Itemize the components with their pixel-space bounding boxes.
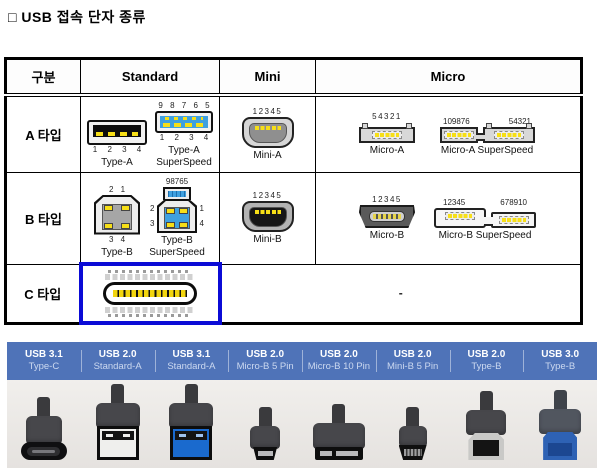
- micro-b-ss-label: Micro-B SuperSpeed: [438, 230, 532, 241]
- mini-a-connector-shape: [241, 117, 294, 149]
- micro-a-diagram: 54321 Micro-A: [359, 112, 415, 157]
- mini-b-connector-shape: [241, 201, 294, 232]
- usb-connector-table: 구분 Standard Mini Micro A 타입 1 2 3 4 Type…: [4, 57, 583, 325]
- table-row-type-a: A 타입 1 2 3 4 Type-A 9 8 7 6 5 1 2 3 4 Ty…: [5, 94, 582, 173]
- row-label-type-c: C 타입: [5, 263, 81, 324]
- type-b-pin-numbers-bottom: 3 4: [108, 234, 126, 244]
- photo-usb20-micro-b-5pin: [228, 380, 302, 468]
- type-c-pin-boxes-bottom: [105, 307, 195, 313]
- type-a-diagram: 1 2 3 4 Type-A: [87, 119, 147, 169]
- photo-usb20-mini-b-5pin: [376, 380, 450, 468]
- micro-b-ss-connector-shape: [434, 208, 536, 228]
- cell-type-c-highlighted: [78, 262, 222, 325]
- type-a-connector-shape: [87, 119, 147, 145]
- micro-a-pin-numbers: 54321: [372, 112, 402, 122]
- cell-type-c-none: -: [219, 263, 582, 324]
- type-b-pin-numbers-top: 2 1: [108, 184, 126, 194]
- col-header-standard: Standard: [80, 58, 220, 97]
- col-header-category: 구분: [5, 58, 81, 97]
- table-row-type-b: B 타입 2 1 3 4 Type-B 98765 2 1: [5, 172, 582, 265]
- mini-a-pin-numbers: 12345: [252, 107, 283, 117]
- type-b-diagram: 2 1 3 4 Type-B: [94, 185, 140, 259]
- type-c-pin-boxes-top: [105, 274, 195, 280]
- micro-a-label: Micro-A: [369, 145, 405, 157]
- page-title: □ USB 접속 단자 종류: [8, 9, 146, 25]
- photo-usb20-micro-b-10pin: [302, 380, 376, 468]
- photo-usb20-standard-a: [81, 380, 155, 468]
- micro-a-ss-connector-shape: [439, 123, 535, 144]
- micro-b-diagram: 12345 Micro-B: [359, 195, 415, 242]
- type-a-ss-pin-numbers-bottom: 1 2 3 4: [159, 133, 209, 142]
- type-a-pin-numbers: 1 2 3 4: [92, 144, 142, 154]
- micro-b-pin-numbers: 12345: [372, 195, 402, 204]
- type-c-connector-shape: [103, 282, 197, 305]
- mini-a-diagram: 12345 Mini-A: [241, 107, 294, 162]
- photo-strip-images: [7, 380, 597, 468]
- mini-b-diagram: 12345 Mini-B: [241, 191, 294, 246]
- table-row-type-c: C 타입 -: [5, 262, 582, 325]
- mini-a-label: Mini-A: [253, 150, 282, 162]
- type-a-ss-pin-numbers-top: 9 8 7 6 5: [158, 101, 210, 110]
- type-b-ss-pin-numbers-top: 98765: [165, 177, 189, 186]
- micro-a-ss-label: Micro-A SuperSpeed: [440, 145, 534, 157]
- type-a-ss-connector-shape: [155, 111, 213, 133]
- photo-usb31-standard-a: [155, 380, 229, 468]
- row-label-type-a: A 타입: [5, 94, 81, 173]
- mini-b-label: Mini-B: [253, 234, 282, 245]
- micro-b-label: Micro-B: [369, 230, 405, 241]
- col-header-micro: Micro: [315, 58, 582, 97]
- type-b-label: Type-B: [101, 246, 133, 258]
- type-b-ss-hat-shape: [163, 187, 191, 200]
- type-c-pin-ticks-top: [108, 270, 192, 273]
- type-c-diagram: [103, 270, 197, 317]
- type-b-ss-connector-shape: 2 1 3 4: [148, 199, 206, 233]
- micro-a-connector-shape: [359, 123, 415, 144]
- photo-usb20-type-b: [450, 380, 524, 468]
- micro-b-connector-shape: [359, 205, 415, 228]
- cell-mini-b: 12345 Mini-B: [219, 172, 316, 265]
- row-label-type-b: B 타입: [5, 172, 81, 265]
- type-b-connector-shape: [94, 194, 140, 235]
- type-c-pin-ticks-bottom: [108, 314, 192, 317]
- type-a-label: Type-A: [101, 156, 133, 168]
- cell-mini-a: 12345 Mini-A: [219, 94, 316, 173]
- mini-b-pin-numbers: 12345: [252, 191, 283, 200]
- photo-usb30-type-b: [523, 380, 597, 468]
- col-header-mini: Mini: [219, 58, 316, 97]
- photo-usb31-type-c: [7, 380, 81, 468]
- cell-standard-b: 2 1 3 4 Type-B 98765 2 1 3 4: [80, 172, 220, 265]
